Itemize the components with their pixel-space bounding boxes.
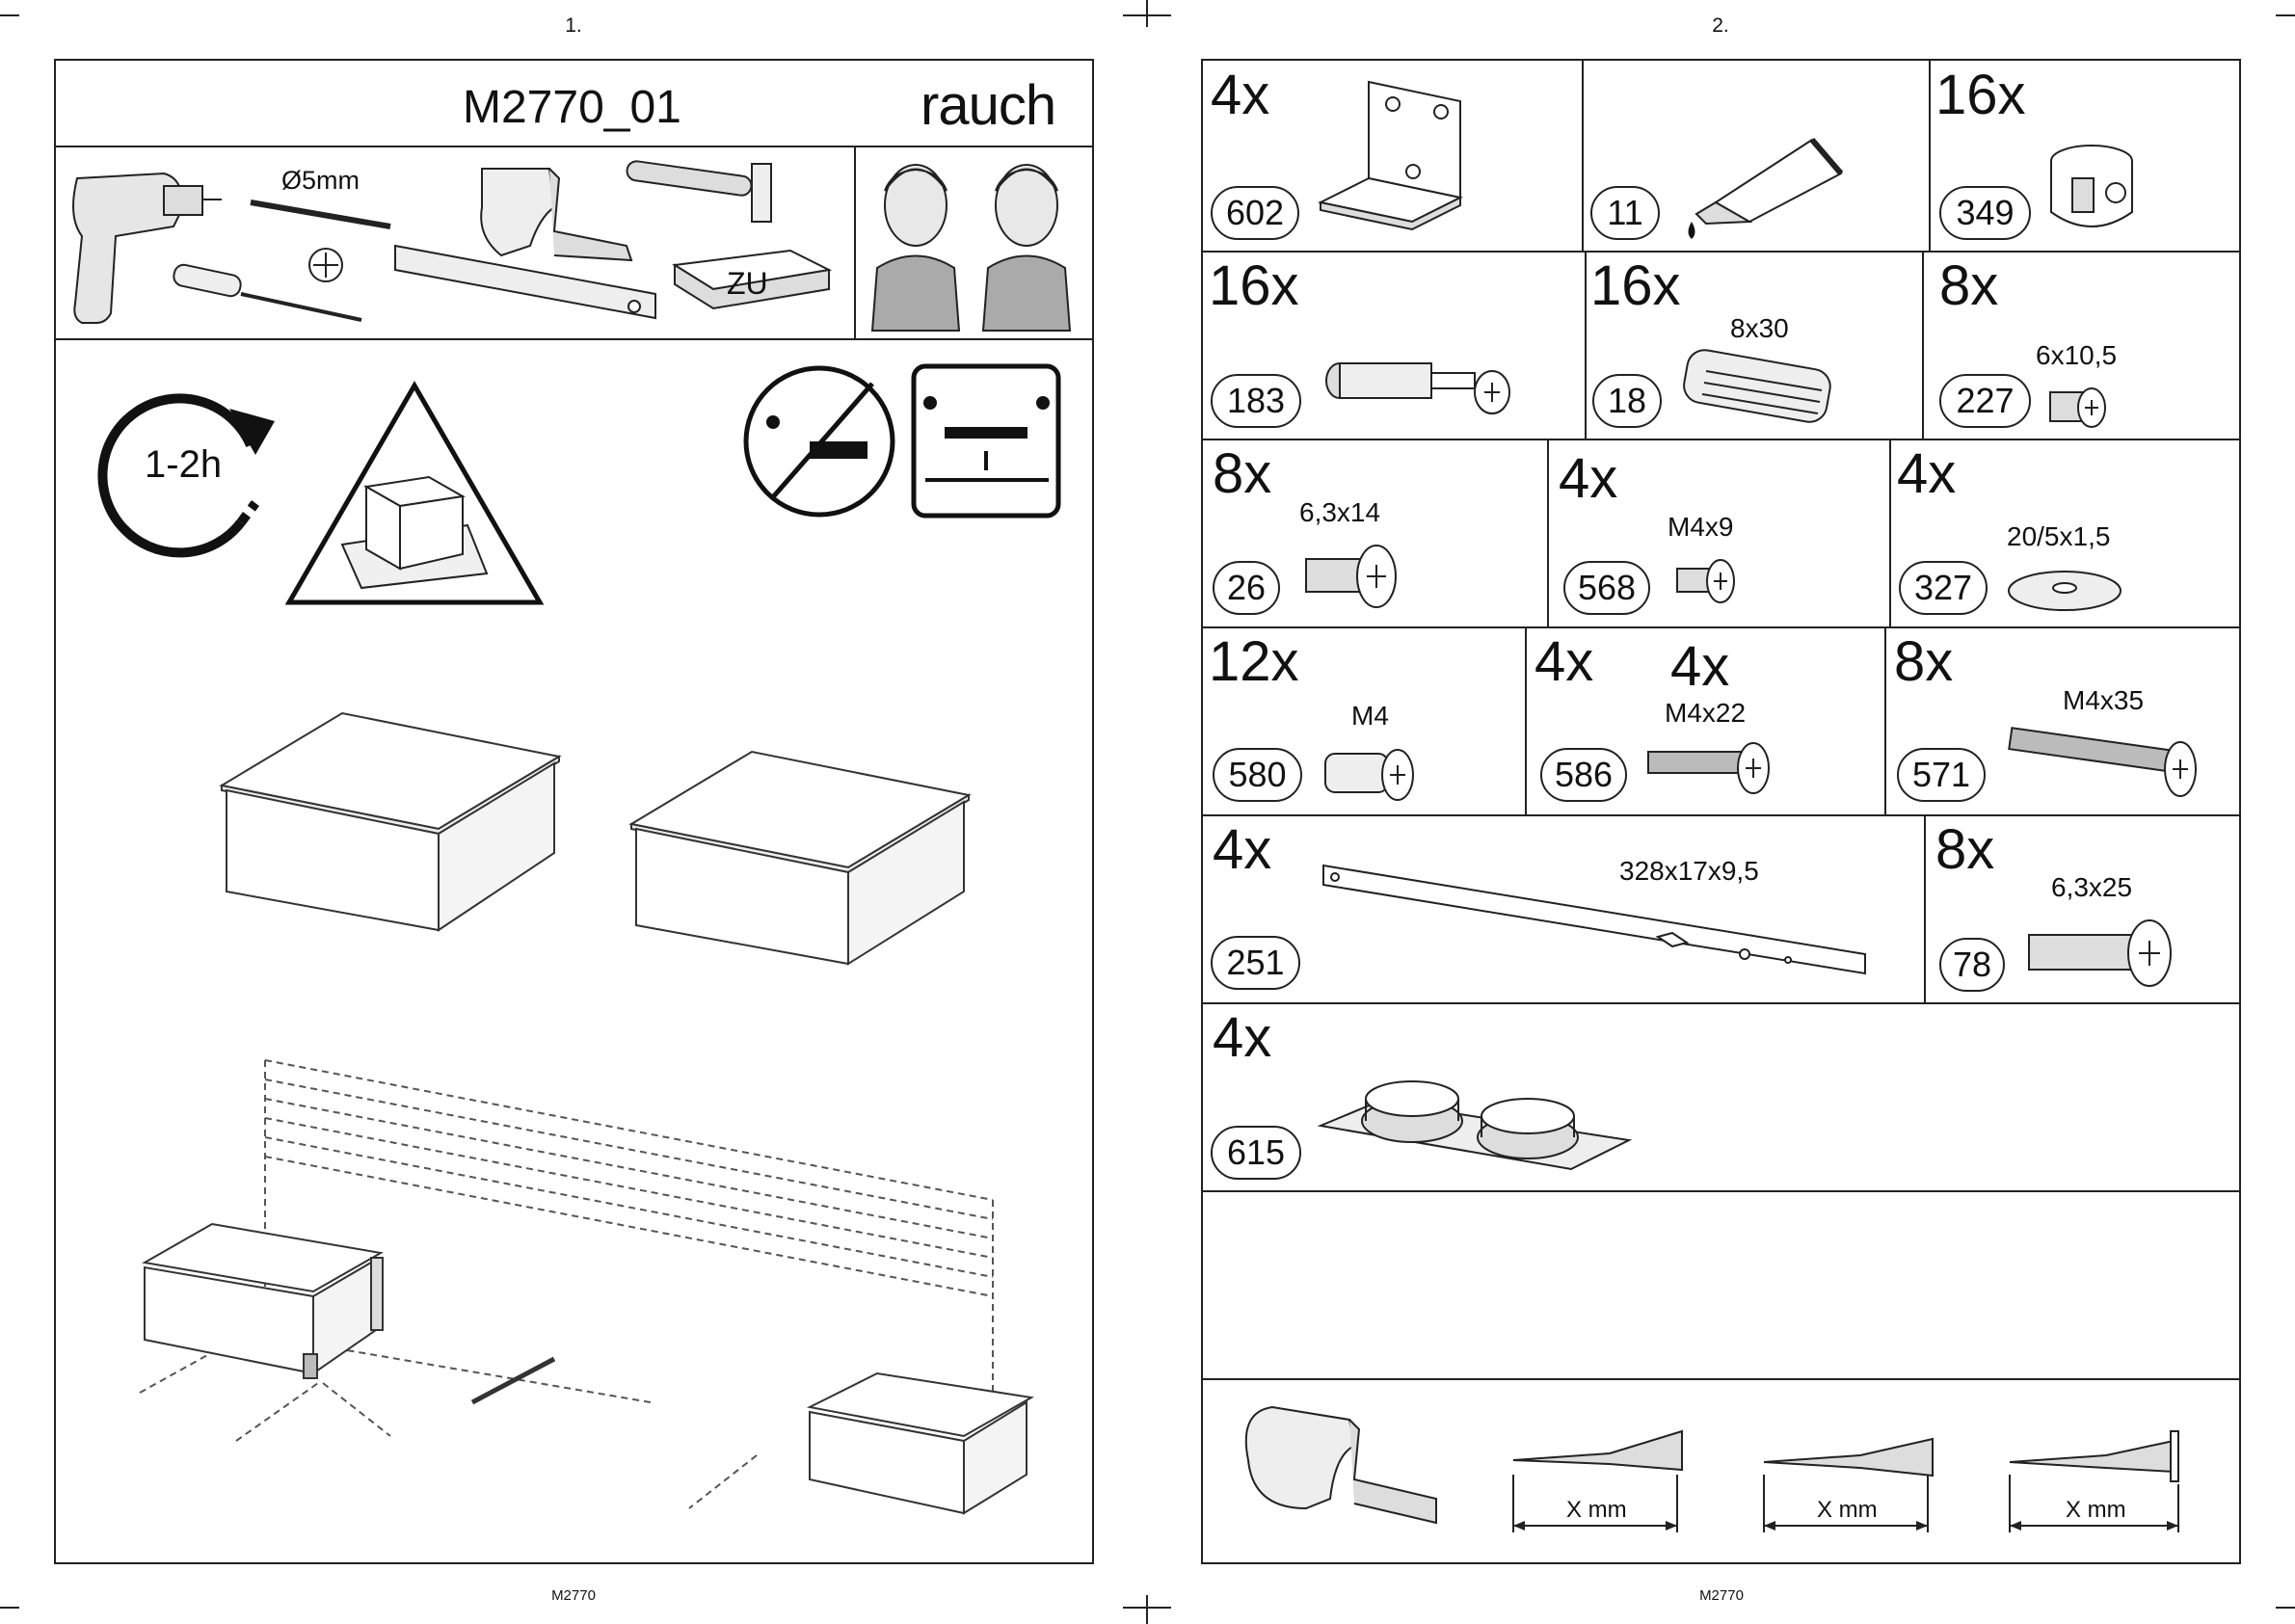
angle-bracket-icon xyxy=(1321,77,1475,236)
part-qty: 8x xyxy=(1939,258,1998,314)
part-qty: 4x xyxy=(1534,634,1593,690)
part-qty: 8x xyxy=(1213,446,1271,502)
part-qty: 16x xyxy=(1209,258,1299,314)
part-qty: 16x xyxy=(1935,67,2026,123)
part-qty: 4x xyxy=(1213,822,1271,878)
divider xyxy=(1929,59,1931,251)
divider xyxy=(1889,439,1891,626)
divider xyxy=(1547,439,1549,626)
part-code: 349 xyxy=(1939,186,2031,240)
part-qty: 4x xyxy=(1670,639,1729,695)
footer-left: M2770 xyxy=(516,1587,631,1604)
screw-measurement-illustration xyxy=(1243,1402,2217,1566)
washer-icon xyxy=(2007,567,2127,615)
divider xyxy=(1201,1378,2241,1380)
part-qty: 4x xyxy=(1211,67,1269,123)
part-size: 6,3x14 xyxy=(1299,497,1380,528)
part-code: 11 xyxy=(1590,186,1660,240)
divider xyxy=(854,146,856,338)
divider xyxy=(1582,59,1584,251)
part-qty: 16x xyxy=(1590,258,1681,314)
footer-right: M2770 xyxy=(1664,1587,1779,1604)
part-size: 6x10,5 xyxy=(2036,340,2117,371)
divider xyxy=(1924,814,1926,1002)
short-screw-icon xyxy=(2045,381,2118,439)
part-code: 18 xyxy=(1592,374,1662,428)
lift-instructions-icon xyxy=(742,364,1060,519)
block-label: ZU xyxy=(727,266,768,302)
part-size: M4x22 xyxy=(1665,698,1746,729)
part-qty: 4x xyxy=(1213,1010,1271,1066)
part-qty: 4x xyxy=(1897,446,1956,502)
divider xyxy=(1201,439,2241,440)
page-number-right: 2. xyxy=(1692,14,1749,38)
time-estimate-label: 1-2h xyxy=(145,443,222,487)
socket-nut-icon xyxy=(1321,742,1422,810)
drill-bit-label: Ø5mm xyxy=(281,166,360,196)
part-size: M4 xyxy=(1351,701,1389,732)
part-size: M4x35 xyxy=(2063,685,2144,716)
part-code: 571 xyxy=(1897,748,1986,802)
part-code: 602 xyxy=(1211,186,1299,240)
divider xyxy=(1585,251,1587,439)
connector-bolt-icon xyxy=(1321,352,1523,429)
wall-mounting-illustration xyxy=(130,1055,1046,1528)
measure-label: X mm xyxy=(2066,1497,2126,1524)
cam-lock-icon xyxy=(2043,140,2140,236)
brand-logo: rauch xyxy=(921,73,1055,138)
machine-screw-icon xyxy=(1672,554,1745,612)
measure-label: X mm xyxy=(1817,1497,1878,1524)
right-page-frame xyxy=(1201,59,2241,1564)
divider xyxy=(1201,626,2241,628)
page-number-left: 1. xyxy=(545,14,602,38)
mounting-rail-icon xyxy=(1321,858,1870,988)
bolt-m4x35-icon xyxy=(2005,725,2198,812)
divider xyxy=(1201,814,2241,816)
part-code: 251 xyxy=(1211,936,1300,990)
divider xyxy=(1884,626,1886,814)
long-screw-icon xyxy=(2024,911,2178,998)
part-qty: 8x xyxy=(1894,634,1953,690)
divider xyxy=(1201,1190,2241,1192)
screw-icon xyxy=(1301,540,1402,617)
part-code: 586 xyxy=(1540,748,1627,802)
dowel-icon xyxy=(1677,352,1846,429)
part-qty: 8x xyxy=(1935,822,1994,878)
part-code: 227 xyxy=(1939,374,2031,428)
felt-pads-icon xyxy=(1321,1078,1634,1174)
part-size: M4x9 xyxy=(1668,512,1733,543)
divider xyxy=(1922,251,1924,439)
warning-triangle-icon xyxy=(284,381,545,607)
divider xyxy=(1201,251,2241,253)
part-code: 26 xyxy=(1213,561,1280,615)
part-qty: 12x xyxy=(1209,634,1299,690)
two-person-icon xyxy=(863,152,1086,332)
divider xyxy=(54,146,1094,147)
bolt-m4x22-icon xyxy=(1643,737,1774,805)
part-code: 78 xyxy=(1939,938,2005,992)
divider xyxy=(1201,1002,2241,1004)
divider xyxy=(54,338,1094,340)
divider xyxy=(1525,626,1527,814)
part-code: 568 xyxy=(1563,561,1650,615)
part-code: 580 xyxy=(1213,748,1302,802)
part-code: 615 xyxy=(1211,1126,1301,1180)
part-size: 20/5x1,5 xyxy=(2007,521,2110,552)
tools-illustration xyxy=(58,149,848,337)
part-size: 6,3x25 xyxy=(2051,872,2132,903)
measure-label: X mm xyxy=(1566,1497,1627,1524)
product-overview-illustration xyxy=(217,708,969,969)
part-size: 8x30 xyxy=(1730,313,1789,344)
part-code: 327 xyxy=(1899,561,1988,615)
model-title: M2770_01 xyxy=(463,81,681,134)
glue-tube-icon xyxy=(1677,125,1851,241)
part-code: 183 xyxy=(1211,374,1301,428)
part-qty: 4x xyxy=(1559,451,1617,507)
